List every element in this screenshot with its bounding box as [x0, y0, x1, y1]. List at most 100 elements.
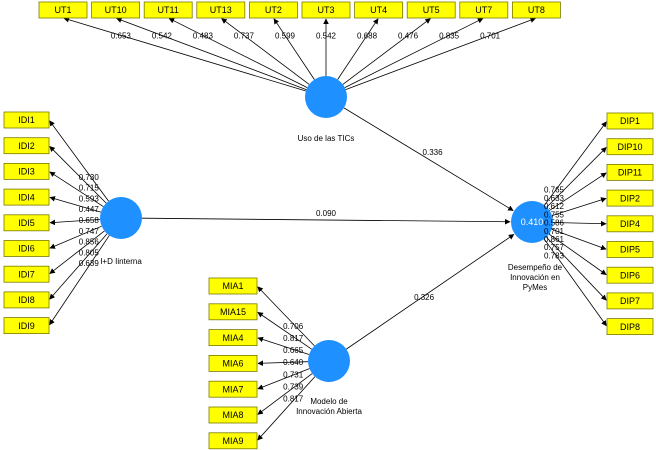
indicator-label: DIP8: [620, 322, 640, 332]
indicator-ut4[interactable]: UT4: [354, 1, 404, 19]
indicator-ut3[interactable]: UT3: [301, 1, 351, 19]
indicator-idi1[interactable]: IDI1: [3, 111, 50, 129]
latent-circle: [100, 197, 142, 239]
indicator-ut11[interactable]: UT11: [143, 1, 193, 19]
indicator-label: IDI4: [18, 192, 35, 202]
latent-ut[interactable]: [305, 76, 347, 118]
loading-arrow: [551, 197, 607, 217]
loading-value: 0.593: [79, 194, 100, 203]
indicator-label: UT2: [265, 5, 282, 15]
indicator-label: IDI2: [18, 141, 35, 151]
indicator-dip11[interactable]: DIP11: [606, 163, 654, 181]
loading-value: 0.701: [544, 227, 565, 236]
indicator-label: DIP5: [620, 245, 640, 255]
loading-value: 0.665: [283, 346, 304, 355]
indicator-label: DIP1: [620, 116, 640, 126]
indicator-dip4[interactable]: DIP4: [606, 215, 654, 233]
indicator-mia1[interactable]: MIA1: [208, 277, 258, 295]
loading-value: 0.612: [544, 202, 565, 211]
indicator-box: [606, 292, 654, 310]
indicator-label: UT10: [105, 5, 127, 15]
indicator-label: MIA15: [220, 307, 246, 317]
loading-value: 0.783: [544, 251, 565, 260]
indicator-idi5[interactable]: IDI5: [3, 214, 50, 232]
indicator-label: IDI6: [18, 244, 35, 254]
indicator-label: MIA7: [222, 384, 243, 394]
indicator-dip6[interactable]: DIP6: [606, 266, 654, 284]
indicator-idi6[interactable]: IDI6: [3, 240, 50, 257]
indicator-ut7[interactable]: UT7: [459, 1, 509, 19]
loading-arrow: [543, 238, 607, 327]
indicator-dip8[interactable]: DIP8: [606, 318, 654, 336]
loading-value: 0.737: [234, 31, 255, 40]
indicator-mia4[interactable]: MIA4: [208, 329, 258, 347]
loading-arrow: [257, 376, 316, 441]
indicator-label: UT8: [528, 5, 545, 15]
indicator-dip7[interactable]: DIP7: [606, 292, 654, 310]
indicator-box: [3, 137, 50, 155]
indicator-dip2[interactable]: DIP2: [606, 189, 654, 207]
indicator-idi9[interactable]: IDI9: [3, 317, 50, 335]
indicator-box: [38, 1, 88, 19]
indicator-box: [606, 189, 654, 207]
indicator-box: [406, 1, 456, 19]
indicator-idi2[interactable]: IDI2: [3, 137, 50, 155]
loading-value: 0.739: [283, 382, 304, 391]
indicator-label: IDI1: [18, 115, 35, 125]
indicator-box: [3, 162, 50, 180]
loading-arrow: [551, 228, 607, 251]
indicator-idi7[interactable]: IDI7: [3, 265, 50, 283]
indicator-idi3[interactable]: IDI3: [3, 162, 50, 180]
indicator-mia6[interactable]: MIA6: [208, 354, 258, 372]
loading-arrow: [116, 17, 307, 90]
loading-value: 0.542: [152, 31, 173, 40]
indicator-box: [143, 1, 193, 19]
indicator-idi4[interactable]: IDI4: [3, 188, 50, 206]
indicator-mia9[interactable]: MIA9: [208, 432, 258, 450]
indicator-box: [3, 240, 50, 257]
latent-circle: [305, 76, 347, 118]
latent-dip[interactable]: 0.410: [511, 201, 553, 243]
indicator-box: [196, 1, 246, 19]
path-arrow-idi-dip: [141, 217, 511, 225]
indicator-mia7[interactable]: MIA7: [208, 380, 258, 398]
indicator-box: [606, 163, 654, 181]
loading-value: 0.447: [79, 205, 100, 214]
latent-mia[interactable]: [308, 340, 350, 382]
indicator-ut10[interactable]: UT10: [91, 1, 140, 19]
indicator-label: UT13: [210, 5, 232, 15]
indicator-ut8[interactable]: UT8: [512, 1, 561, 19]
indicator-dip1[interactable]: DIP1: [606, 112, 654, 130]
indicator-label: IDI9: [18, 321, 35, 331]
latent-label: Uso de las TICs: [298, 134, 355, 143]
indicator-box: [459, 1, 509, 19]
indicator-box: [208, 277, 258, 295]
indicator-ut1[interactable]: UT1: [38, 1, 88, 19]
indicator-idi8[interactable]: IDI8: [3, 291, 50, 309]
loading-arrow: [257, 360, 309, 366]
path-coefficient: 0.326: [414, 293, 435, 302]
latent-label: PyMes: [523, 283, 547, 292]
indicator-box: [3, 265, 50, 283]
indicator-label: DIP2: [620, 193, 640, 203]
indicator-label: UT7: [475, 5, 492, 15]
indicator-dip5[interactable]: DIP5: [606, 241, 654, 258]
indicator-ut5[interactable]: UT5: [406, 1, 456, 19]
indicator-ut2[interactable]: UT2: [248, 1, 298, 19]
loading-arrow: [342, 18, 431, 85]
indicator-label: IDI5: [18, 218, 35, 228]
indicator-box: [606, 112, 654, 130]
indicator-label: IDI8: [18, 295, 35, 305]
indicator-ut13[interactable]: UT13: [196, 1, 246, 19]
indicator-box: [606, 241, 654, 258]
loading-arrow: [49, 230, 105, 274]
latent-idi[interactable]: [100, 197, 142, 239]
indicator-mia8[interactable]: MIA8: [208, 406, 258, 424]
indicator-dip10[interactable]: DIP10: [606, 138, 654, 156]
loading-value: 0.599: [275, 31, 296, 40]
loading-value: 0.715: [79, 184, 100, 193]
indicator-label: UT4: [370, 5, 387, 15]
indicator-mia15[interactable]: MIA15: [208, 303, 258, 321]
loading-arrow: [257, 368, 310, 390]
indicator-box: [606, 266, 654, 284]
